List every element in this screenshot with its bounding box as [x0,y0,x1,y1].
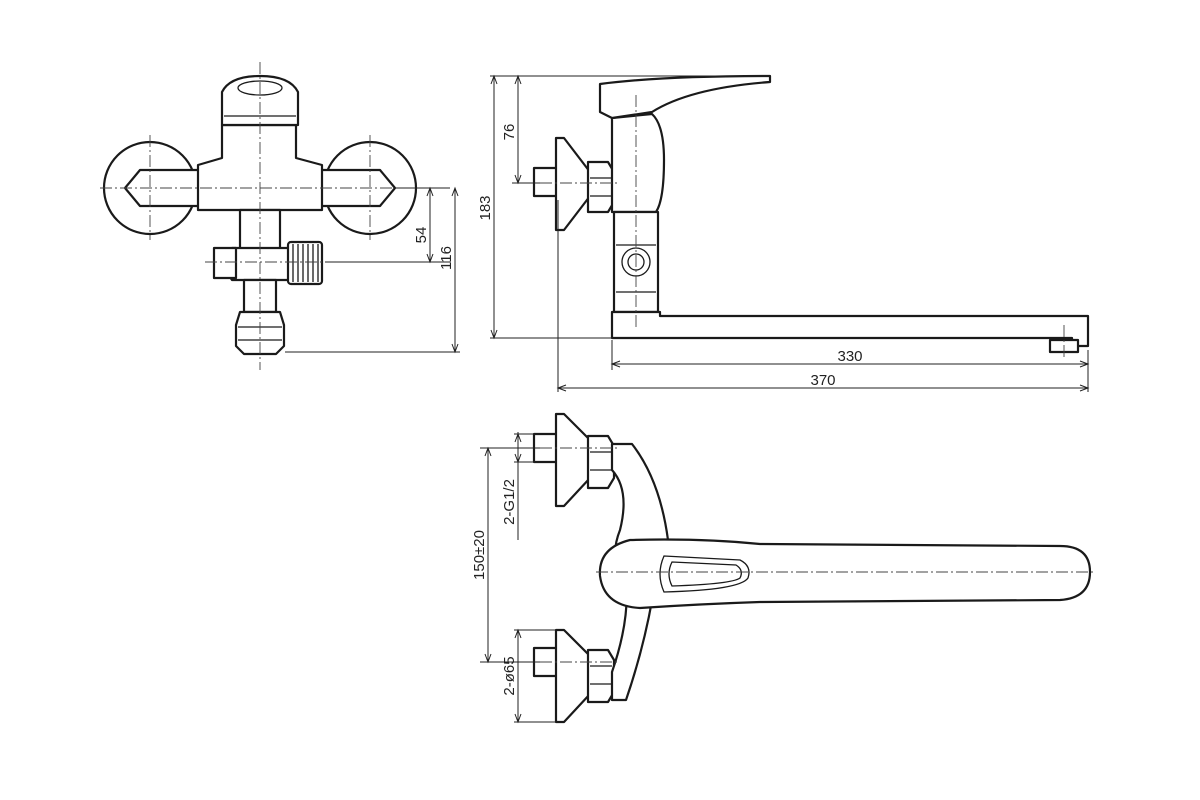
dim-thread-label: 2-G1/2 [501,479,518,525]
top-lower-flange [554,628,592,724]
side-body [610,112,666,214]
top-upper-hex-nut [586,434,616,490]
side-inlet-stub [532,166,560,198]
top-upper-flange [554,412,592,508]
dim-116-label: 116 [438,246,455,270]
top-view-dimensions: 150±20 2-G1/2 2-ø65 [471,432,556,724]
dim-spacing-label: 150±20 [471,530,488,580]
front-view [100,62,420,370]
top-lever-handle [598,538,1092,610]
front-handle [220,74,300,127]
front-handle-opening [237,80,283,96]
top-lever-cutout [659,555,750,593]
dim-54-label: 54 [413,227,430,244]
dim-flange-label: 2-ø65 [501,656,518,695]
dim-183-label: 183 [477,195,494,220]
side-spout [610,310,1090,348]
top-lower-hex-nut [586,648,616,704]
front-view-dimensions: 54 116 [285,186,460,354]
front-diverter-knob [212,246,238,280]
side-wall-flange [554,136,592,232]
top-view [520,412,1096,724]
side-view [520,74,1090,360]
dim-370-label: 370 [810,372,835,389]
side-view-dimensions: 76 183 330 370 [477,74,1090,392]
dim-330-label: 330 [837,348,862,365]
side-lever-handle [598,74,772,120]
side-hex-nut [586,160,616,214]
dim-76-label: 76 [501,124,518,141]
